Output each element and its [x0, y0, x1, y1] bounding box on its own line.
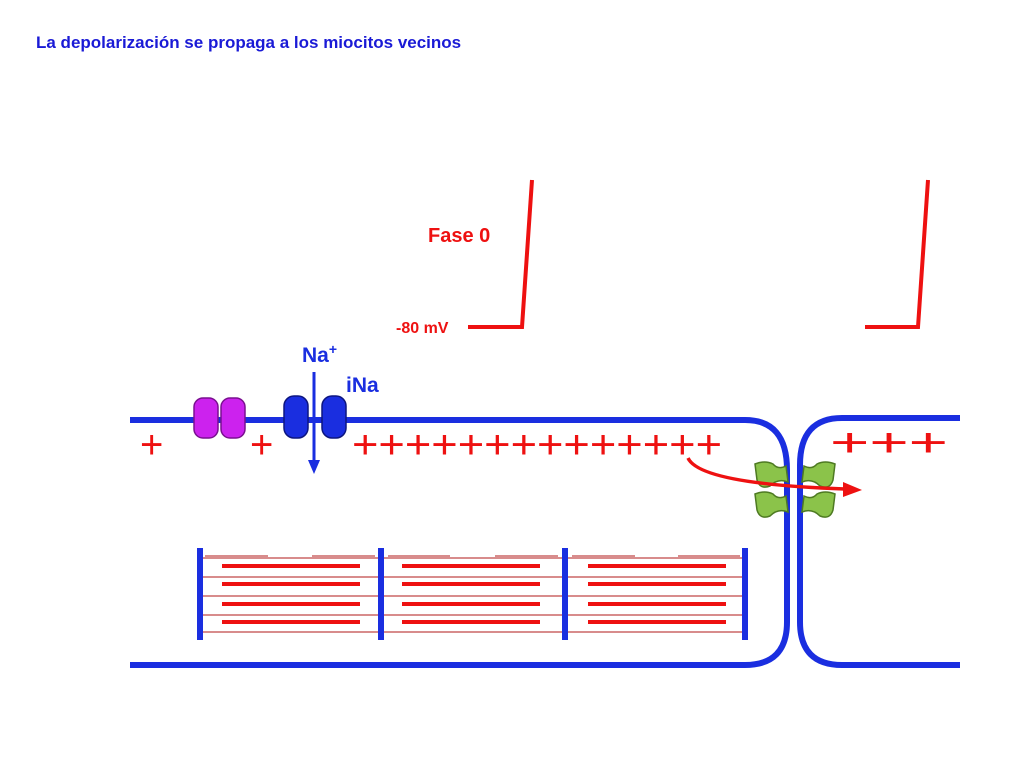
- charge-run-middle: ++++++++++++++: [352, 423, 722, 467]
- cell-membrane-right: [797, 415, 960, 668]
- charge-run-right: +++: [830, 421, 948, 465]
- phase-label: Fase 0: [428, 225, 490, 247]
- curved-arrow-icon: [686, 457, 862, 497]
- current-label: iNa: [346, 374, 379, 397]
- page-title: La depolarización se propaga a los mioci…: [36, 33, 462, 52]
- action-potential-trace-left: [468, 179, 534, 329]
- myofibril-bundle: [197, 548, 748, 640]
- down-arrow-icon: [308, 372, 320, 474]
- action-potential-trace-right: [865, 179, 930, 329]
- ion-pump-icon: [193, 397, 246, 439]
- gap-junction-icon: [754, 461, 836, 518]
- ion-label: Na+: [302, 341, 337, 367]
- resting-potential-label: -80 mV: [396, 320, 449, 337]
- charge-left-1: +: [140, 423, 163, 467]
- sodium-channel-icon: [283, 395, 347, 439]
- charge-left-2: +: [250, 423, 273, 467]
